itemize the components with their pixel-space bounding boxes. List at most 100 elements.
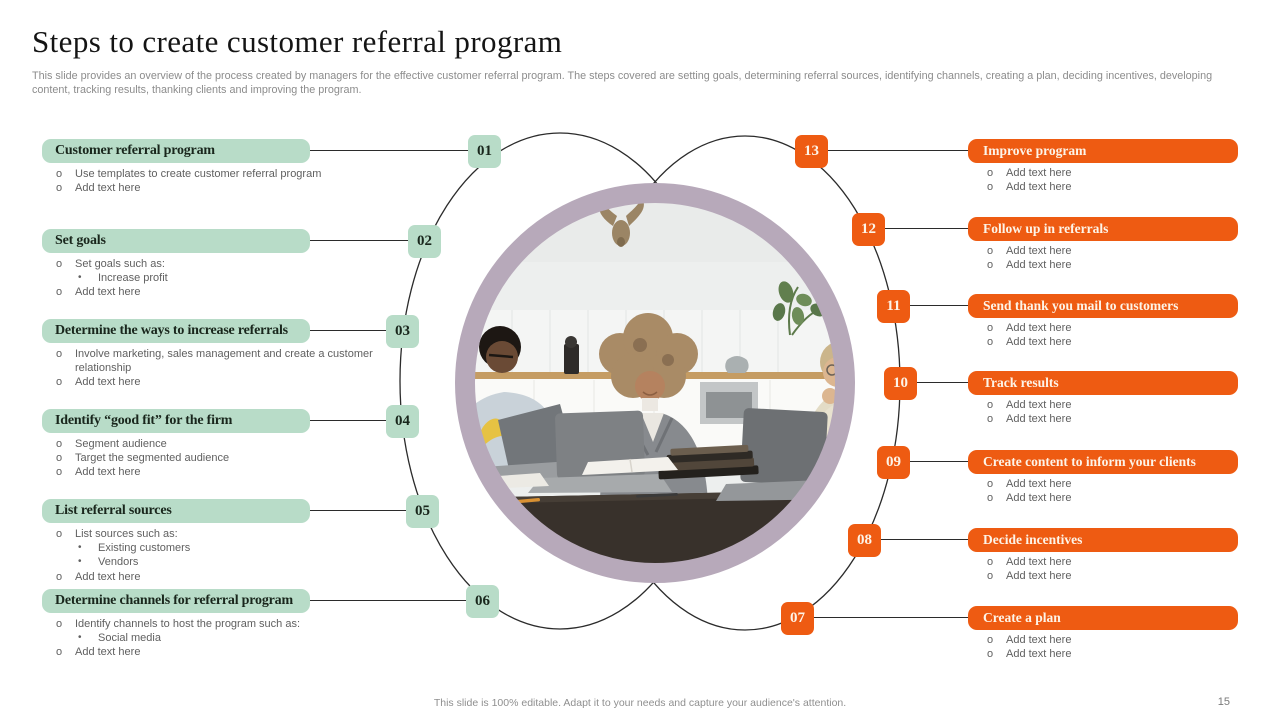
bullet-marker: • bbox=[78, 542, 82, 554]
bullet-item: o Add text here bbox=[986, 477, 1226, 491]
bullet-marker: o bbox=[987, 556, 994, 568]
step-number-badge-05: 05 bbox=[406, 495, 439, 528]
bullet-marker: o bbox=[987, 245, 994, 257]
step-number-badge-10: 10 bbox=[884, 367, 917, 400]
bullet-item: o Add text here bbox=[986, 258, 1226, 272]
footer-note: This slide is 100% editable. Adapt it to… bbox=[433, 697, 847, 709]
step-number-badge-13: 13 bbox=[795, 135, 828, 168]
connector-line bbox=[917, 382, 968, 384]
step-number-badge-09: 09 bbox=[877, 446, 910, 479]
bullet-text: Segment audience bbox=[75, 438, 167, 450]
photo-ring bbox=[455, 183, 855, 583]
slide-description: This slide provides an overview of the p… bbox=[32, 70, 1213, 96]
bullet-item: o Segment audience bbox=[55, 437, 373, 451]
bullet-text: Add text here bbox=[1006, 648, 1072, 661]
bullet-text: Add text here bbox=[1006, 322, 1072, 334]
bullet-marker: o bbox=[987, 570, 994, 583]
bullet-item: o Add text here bbox=[986, 555, 1226, 569]
bullet-text: Add text here bbox=[1006, 492, 1072, 505]
step-box-05: List referral sources bbox=[42, 499, 310, 523]
bullet-text: List sources such as: bbox=[75, 528, 178, 540]
notebooks bbox=[658, 444, 759, 480]
bullet-marker: o bbox=[987, 181, 994, 194]
bullet-text: Target the segmented audience bbox=[75, 452, 230, 465]
bullet-item: •Vendors bbox=[55, 555, 373, 569]
step-box-02: Set goals bbox=[42, 229, 310, 253]
bullet-marker: • bbox=[78, 272, 82, 284]
bullet-text: Add text here bbox=[1006, 634, 1072, 646]
bullet-text: Social media bbox=[98, 632, 161, 645]
step-number-badge-07: 07 bbox=[781, 602, 814, 635]
bullet-text: Involve marketing, sales management and … bbox=[75, 348, 373, 375]
step-number-badge-03: 03 bbox=[386, 315, 419, 348]
bullet-text: Add text here bbox=[75, 646, 141, 659]
bullet-marker: o bbox=[56, 438, 63, 450]
bullet-item: o Target the segmented audience bbox=[55, 451, 373, 465]
bullet-text: Use templates to create customer referra… bbox=[75, 168, 322, 180]
bullet-marker: o bbox=[56, 348, 63, 360]
step-box-06: Determine channels for referral program bbox=[42, 589, 310, 613]
bullet-text: Add text here bbox=[75, 182, 141, 195]
bullet-marker: o bbox=[987, 259, 994, 272]
connector-line bbox=[881, 539, 968, 541]
bullet-text: Add text here bbox=[1006, 336, 1072, 349]
connector-line bbox=[310, 510, 406, 512]
bullet-marker: o bbox=[56, 466, 63, 479]
bullet-item: •Social media bbox=[55, 631, 373, 645]
bullet-text: Increase profit bbox=[98, 272, 168, 285]
connector-line bbox=[814, 617, 968, 619]
bullet-text: Existing customers bbox=[98, 542, 191, 555]
step-box-04: Identify “good fit” for the firm bbox=[42, 409, 310, 433]
connector-line bbox=[310, 240, 408, 242]
bullet-marker: o bbox=[56, 570, 63, 583]
bullet-marker: o bbox=[56, 376, 63, 389]
connector-line bbox=[885, 228, 968, 230]
bullet-marker: o bbox=[56, 286, 63, 299]
bullet-text: Add text here bbox=[1006, 181, 1072, 194]
bullet-text: Add text here bbox=[75, 570, 141, 583]
bullet-text: Add text here bbox=[1006, 478, 1072, 490]
connector-line bbox=[310, 600, 466, 602]
bullet-item: o Add text here bbox=[986, 569, 1226, 583]
bullet-item: o Add text here bbox=[986, 647, 1226, 661]
bullet-marker: o bbox=[987, 399, 994, 411]
connector-line bbox=[910, 461, 968, 463]
bullet-text: Add text here bbox=[1006, 259, 1072, 272]
bullet-item: o Identify channels to host the program s… bbox=[55, 617, 373, 631]
connector-line bbox=[310, 150, 468, 152]
bullet-text: Add text here bbox=[75, 466, 141, 479]
step-box-09: Create content to inform your clients bbox=[968, 450, 1238, 474]
connector-line bbox=[828, 150, 968, 152]
bullet-item: o Add text here bbox=[986, 491, 1226, 505]
bullet-marker: o bbox=[987, 648, 994, 661]
step-number-badge-04: 04 bbox=[386, 405, 419, 438]
bullet-marker: o bbox=[987, 478, 994, 490]
bullet-item: • Existing customers bbox=[55, 541, 373, 555]
step-box-08: Decide incentives bbox=[968, 528, 1238, 552]
bullet-marker: o bbox=[987, 492, 994, 505]
bullet-marker: • bbox=[78, 556, 82, 568]
bullet-marker: o bbox=[987, 634, 994, 646]
bullet-text: Add text here bbox=[1006, 570, 1072, 583]
bullet-marker: o bbox=[56, 452, 63, 465]
connector-line bbox=[910, 305, 968, 307]
bullet-text: Identify channels to host the program su… bbox=[75, 618, 301, 630]
bullet-marker: o bbox=[56, 618, 63, 630]
step-box-11: Send thank you mail to customers bbox=[968, 294, 1238, 318]
step-box-07: Create a plan bbox=[968, 606, 1238, 630]
bullet-text: Add text here bbox=[1006, 556, 1072, 568]
